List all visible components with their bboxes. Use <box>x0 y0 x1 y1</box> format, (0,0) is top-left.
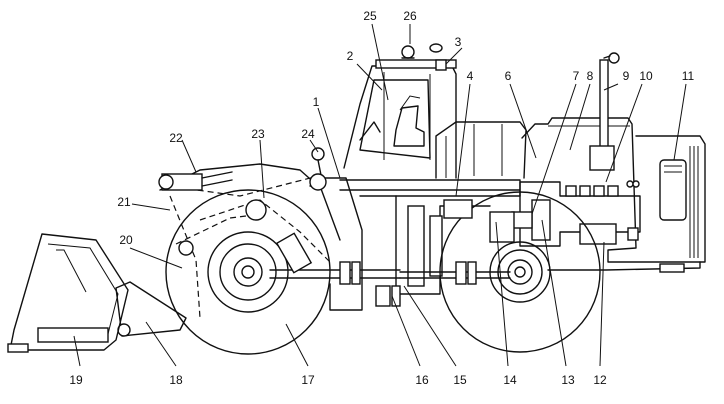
callout-18: 18 <box>169 373 183 387</box>
callout-21: 21 <box>117 195 131 209</box>
callout-26: 26 <box>403 9 417 23</box>
callout-12: 12 <box>593 373 607 387</box>
callout-6: 6 <box>505 69 512 83</box>
callout-13: 13 <box>561 373 575 387</box>
parking-brake <box>375 285 391 307</box>
tow-hitch <box>659 263 685 273</box>
tilt-cylinder-pin <box>311 147 325 161</box>
front-drive-shaft <box>269 269 401 279</box>
callout-9: 9 <box>623 69 630 83</box>
bucket-cutting-edge <box>37 327 109 343</box>
fuel-tank <box>443 199 473 219</box>
callout-19: 19 <box>69 373 83 387</box>
callout-4: 4 <box>467 69 474 83</box>
callout-22: 22 <box>169 131 183 145</box>
gear-case <box>489 211 515 243</box>
callout-24: 24 <box>301 127 315 141</box>
callout-16: 16 <box>415 373 429 387</box>
callout-11: 11 <box>682 69 695 83</box>
rear-tire <box>439 191 601 353</box>
callout-25: 25 <box>363 9 377 23</box>
cab-window <box>359 79 431 159</box>
callout-labels: 1 2 3 4 5 6 7 8 9 10 11 12 13 14 15 16 1… <box>69 9 694 387</box>
cab-frame <box>343 65 457 179</box>
callout-17: 17 <box>301 373 315 387</box>
front-rim <box>207 231 289 313</box>
machine-drawing <box>7 43 706 355</box>
work-light <box>429 43 443 53</box>
engine-hood <box>521 117 701 271</box>
rear-railing <box>435 121 527 179</box>
rotating-beacon <box>401 45 415 59</box>
front-tire <box>165 189 331 355</box>
rear-frame <box>339 179 521 197</box>
callout-10: 10 <box>639 69 653 83</box>
grille-lines <box>689 146 699 258</box>
tilt-cylinder <box>275 232 313 274</box>
callout-7: 7 <box>573 69 580 83</box>
callout-20: 20 <box>119 233 133 247</box>
tilt-lever-pivot <box>245 199 267 221</box>
radiator <box>659 159 687 221</box>
rear-drive-shaft <box>399 271 511 279</box>
operator-seat <box>393 105 425 147</box>
engine-block <box>519 181 641 247</box>
front-frame <box>319 177 363 311</box>
exhaust-stack <box>599 59 609 151</box>
callout-2: 2 <box>347 49 354 63</box>
engine-mount-box <box>579 223 617 245</box>
callout-23: 23 <box>251 127 265 141</box>
callout-1: 1 <box>313 95 320 109</box>
rear-counterweight <box>635 135 706 263</box>
leader-lines <box>73 23 687 367</box>
cab-roof <box>375 59 457 69</box>
steering-column <box>359 121 381 141</box>
callout-15: 15 <box>453 373 467 387</box>
rear-rim <box>489 241 551 303</box>
callout-8: 8 <box>587 69 594 83</box>
air-cleaner <box>589 145 615 171</box>
callout-3: 3 <box>455 35 462 49</box>
air-precleaner-cap <box>608 52 620 64</box>
bucket <box>9 233 129 351</box>
cab-lamp <box>435 59 447 71</box>
bucket-tooth <box>7 343 29 353</box>
callout-14: 14 <box>503 373 517 387</box>
